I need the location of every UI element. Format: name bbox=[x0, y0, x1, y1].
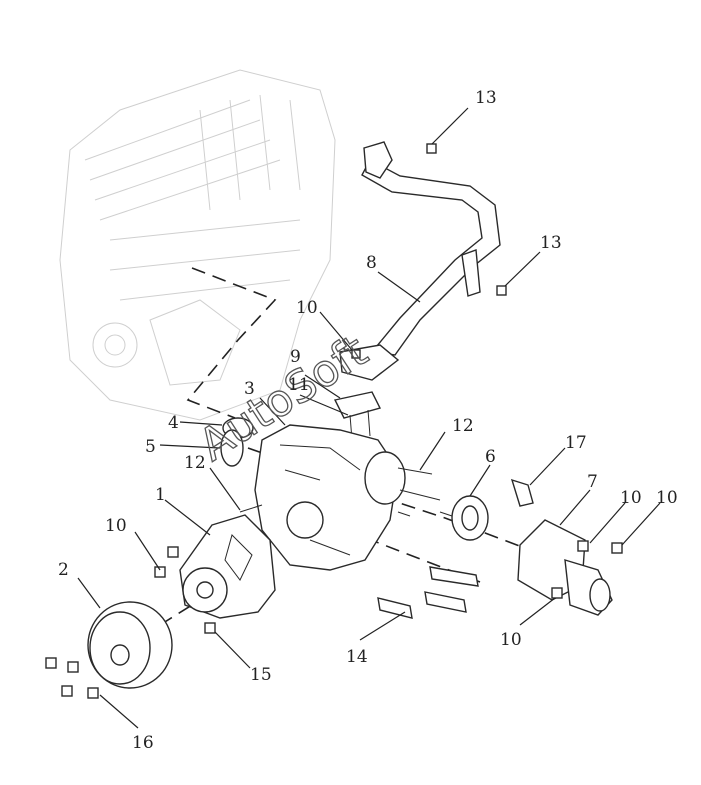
callout-16: 16 bbox=[132, 733, 154, 753]
engine-block-ghost bbox=[59, 69, 336, 421]
callout-4: 4 bbox=[168, 413, 179, 433]
callout-12-left: 12 bbox=[184, 453, 206, 473]
studs bbox=[239, 467, 441, 517]
callout-8: 8 bbox=[366, 253, 377, 273]
callout-5: 5 bbox=[145, 437, 156, 457]
water-pump-housing bbox=[254, 424, 406, 571]
callout-10-right-a: 10 bbox=[620, 488, 642, 508]
callout-13-right: 13 bbox=[540, 233, 562, 253]
callout-14: 14 bbox=[346, 647, 368, 667]
o-rings bbox=[220, 417, 254, 467]
coolant-pipe bbox=[339, 141, 501, 381]
callout-7: 7 bbox=[587, 472, 598, 492]
callout-10-lower-right: 10 bbox=[500, 630, 522, 650]
callout-12-right: 12 bbox=[452, 416, 474, 436]
thermostat-cover bbox=[517, 519, 613, 616]
callout-15: 15 bbox=[250, 665, 272, 685]
callout-13-top: 13 bbox=[475, 88, 497, 108]
callout-17: 17 bbox=[565, 433, 587, 453]
callout-10-right-b: 10 bbox=[656, 488, 678, 508]
callout-2: 2 bbox=[58, 560, 69, 580]
callout-10-upper: 10 bbox=[296, 298, 318, 318]
long-bolts bbox=[377, 566, 479, 619]
temperature-sensor bbox=[510, 478, 534, 507]
callout-numbers: 13 13 8 10 9 11 3 4 5 12 12 6 17 7 10 10… bbox=[58, 88, 678, 753]
callout-3: 3 bbox=[244, 379, 255, 399]
callout-6: 6 bbox=[485, 447, 496, 467]
leader-lines bbox=[77, 107, 661, 729]
callout-10-left: 10 bbox=[105, 516, 127, 536]
small-bolts bbox=[45, 143, 623, 699]
water-pump bbox=[179, 514, 276, 619]
callout-11: 11 bbox=[288, 375, 310, 395]
callout-9: 9 bbox=[290, 347, 301, 367]
callout-1: 1 bbox=[155, 485, 166, 505]
pulley bbox=[87, 601, 173, 689]
